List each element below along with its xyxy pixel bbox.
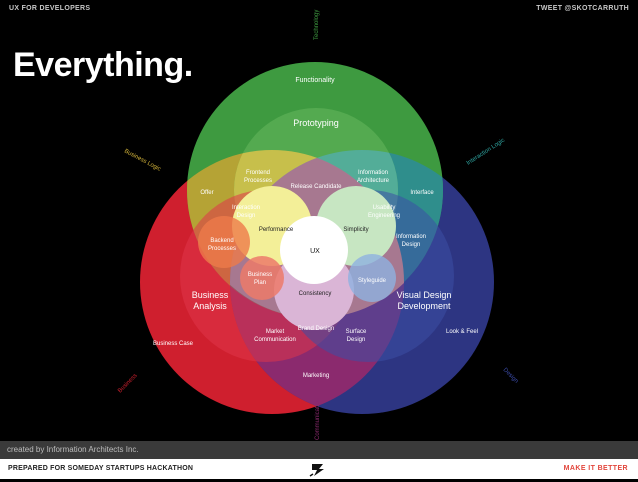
ux-label: UX: [310, 248, 320, 255]
performance-label: Performance: [259, 227, 294, 233]
footer-tagline: MAKE IT BETTER: [563, 465, 628, 472]
technology-outer-label: Technology: [314, 10, 320, 40]
marketing-label: Marketing: [303, 373, 329, 379]
ux-core: [280, 216, 348, 284]
prototyping-label: Prototyping: [293, 118, 339, 128]
headline: Everything.: [13, 46, 193, 84]
interaction-logic-outer-label: Interaction Logic: [466, 138, 506, 167]
business-outer-label: Business: [117, 373, 138, 394]
look-feel-label: Look & Feel: [446, 329, 478, 335]
twitter-handle: TWEET @SKOTCARRUTH: [536, 5, 629, 12]
offer-label: Offer: [200, 190, 213, 196]
simplicity-label: Simplicity: [343, 227, 368, 233]
course-title: UX FOR DEVELOPERS: [9, 5, 91, 12]
release-candidate-label: Release Candidate: [290, 184, 342, 190]
footer-event: PREPARED FOR SOMEDAY STARTUPS HACKATHON: [8, 465, 194, 472]
styleguide-region: [348, 254, 396, 302]
credit-text: created by Information Architects Inc.: [7, 445, 139, 454]
brand-design-label: Brand Design: [298, 326, 334, 332]
top-bar: UX FOR DEVELOPERS TWEET @SKOTCARRUTH: [0, 0, 638, 16]
business-plan-region: [240, 256, 284, 300]
business-case-label: Business Case: [153, 341, 194, 347]
startup-logo-icon: [309, 461, 327, 482]
interface-label: Interface: [410, 190, 434, 196]
functionality-label: Functionality: [295, 77, 335, 84]
communication-outer-label: Communication: [315, 398, 321, 440]
backend-region: [198, 216, 250, 268]
styleguide-label: Styleguide: [358, 278, 387, 284]
footer: PREPARED FOR SOMEDAY STARTUPS HACKATHON …: [0, 459, 638, 479]
venn-diagram: Functionality Prototyping Business Case …: [117, 10, 519, 440]
business-logic-outer-label: Business Logic: [123, 148, 161, 172]
credit-bar: created by Information Architects Inc.: [0, 441, 638, 459]
consistency-label: Consistency: [299, 291, 332, 297]
design-outer-label: Design: [502, 367, 519, 384]
